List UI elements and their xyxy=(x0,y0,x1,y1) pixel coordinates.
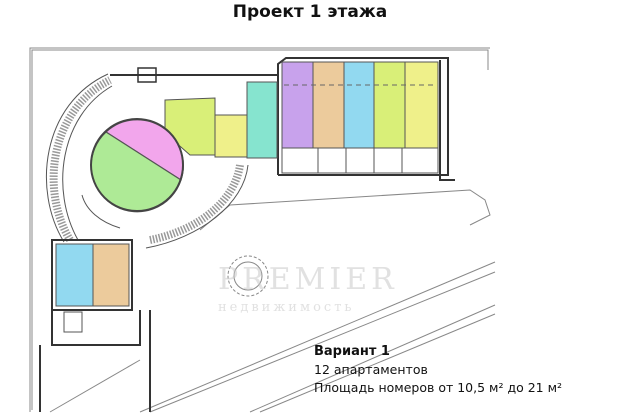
apartment-yellow-small[interactable] xyxy=(214,114,248,158)
apartment-tan[interactable] xyxy=(312,61,345,149)
walls xyxy=(39,57,455,412)
apartment-blue-bottom[interactable] xyxy=(55,243,94,307)
page-title: Проект 1 этажа xyxy=(232,2,388,22)
site-boundary xyxy=(29,47,496,413)
curved-stairs xyxy=(46,73,249,249)
variant-label: Вариант 1 xyxy=(314,344,390,359)
watermark-sub: недвижимость xyxy=(218,300,355,315)
apartment-teal[interactable] xyxy=(246,81,278,159)
area-range: Площадь номеров от 10,5 м² до 21 м² xyxy=(314,380,563,395)
apartment-blue[interactable] xyxy=(343,61,375,149)
plan-caption: Вариант 1 12 апартаментов Площадь номеро… xyxy=(314,343,562,397)
apartments-bottom-left xyxy=(55,243,130,333)
apartment-yellow[interactable] xyxy=(404,61,439,149)
apartment-purple[interactable] xyxy=(281,61,314,149)
watermark-brand: PREMIER xyxy=(218,262,398,297)
apartment-lime[interactable] xyxy=(373,61,406,149)
round-tower xyxy=(90,118,184,213)
apartments-middle xyxy=(164,81,278,159)
apartment-count: 12 апартаментов xyxy=(314,362,428,377)
apartments-right-block xyxy=(281,61,439,174)
apartment-tan-bottom[interactable] xyxy=(92,243,130,307)
